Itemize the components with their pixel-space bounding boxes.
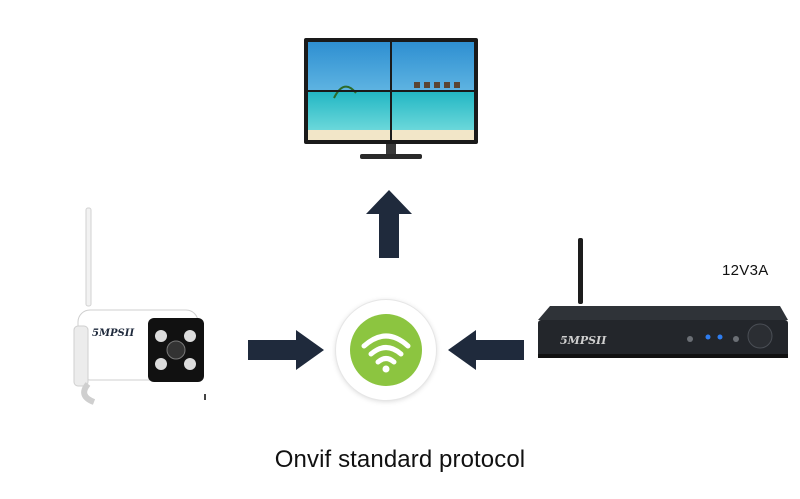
ip-camera-icon [58,206,208,406]
nvr-power-spec: 12V3A [722,262,769,279]
monitor-icon [304,38,478,162]
left-arrow-icon [448,330,524,370]
wifi-icon [350,314,422,386]
right-arrow-icon [248,330,324,370]
up-arrow-icon [366,190,412,258]
wifi-badge [336,300,436,400]
diagram-caption: Onvif standard protocol [274,446,526,473]
camera-brand: 5MPSII [92,328,135,339]
nvr-icon [530,236,790,366]
nvr-brand: 5MPSII [560,334,607,347]
